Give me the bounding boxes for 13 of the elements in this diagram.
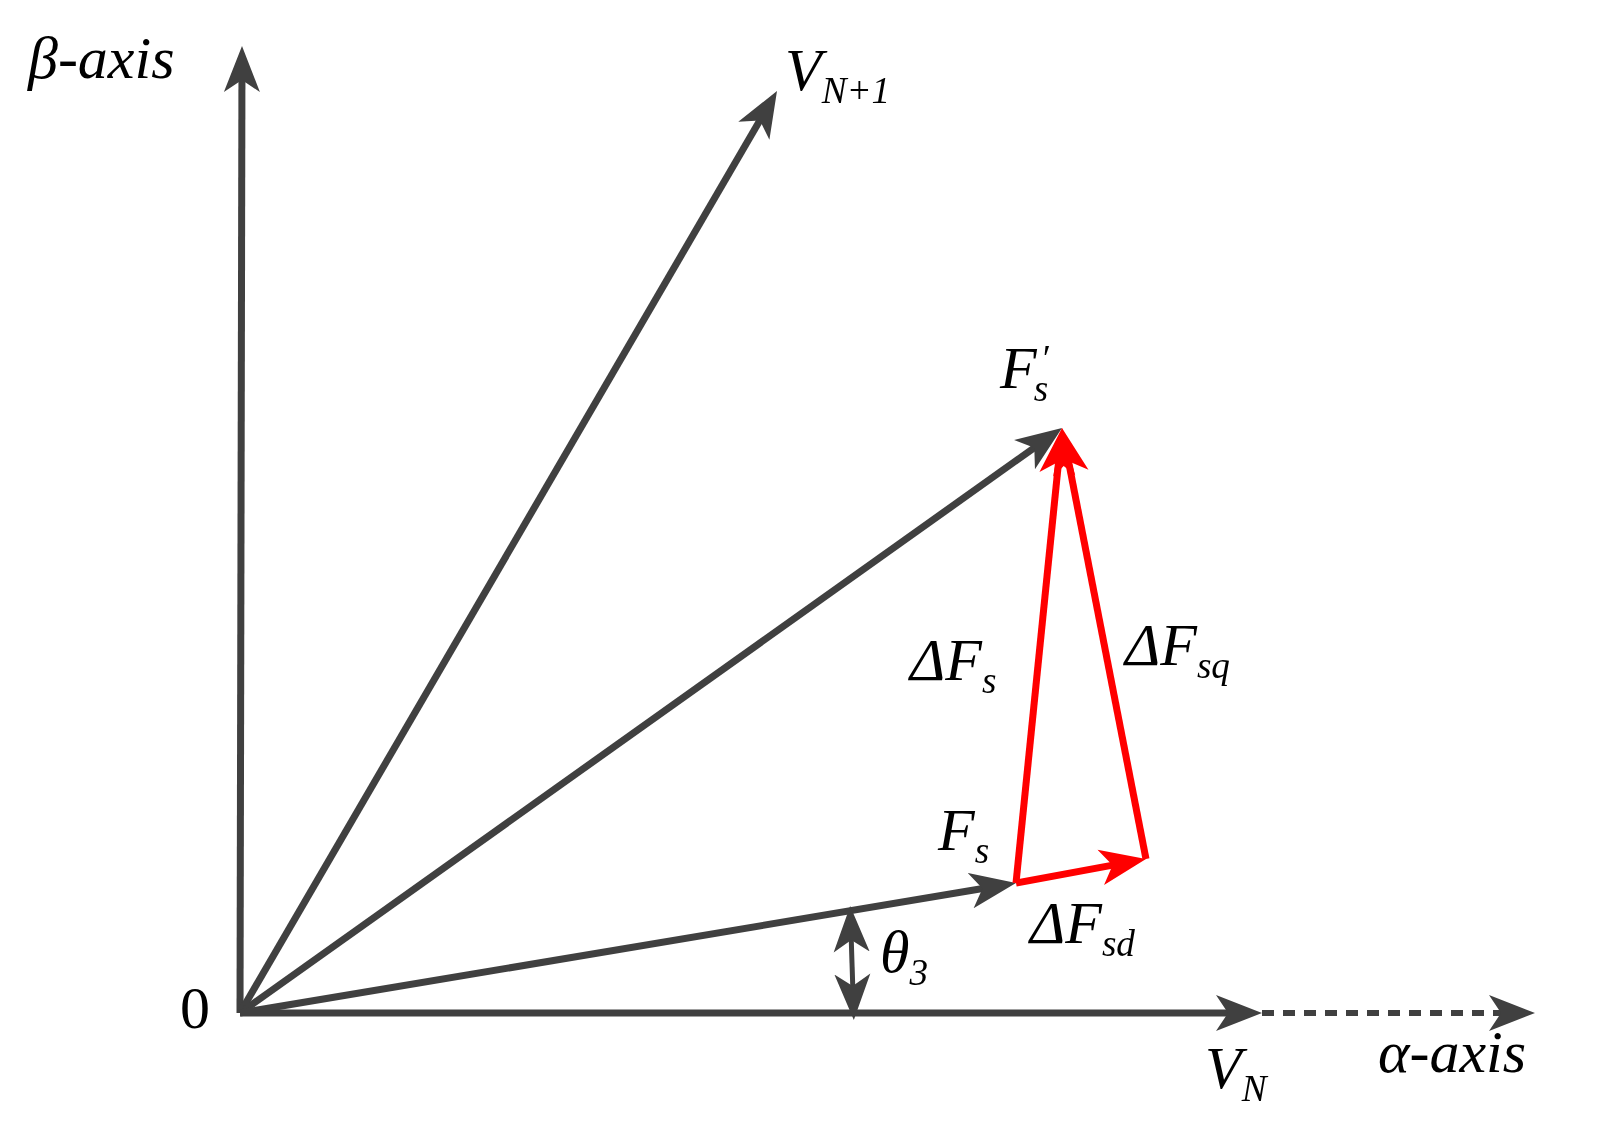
- dashed-arrow: [1262, 995, 1535, 1031]
- angle-label: θ$_{3}$: [880, 922, 929, 992]
- vector-label: V$_{N}$: [1205, 1038, 1267, 1108]
- vector-arrow: [223, 46, 260, 1013]
- vector-arrow: [240, 995, 1262, 1031]
- vector-label: ΔF$_{sd}$: [1030, 893, 1135, 963]
- vector-label: α-axis: [1378, 1022, 1527, 1082]
- vector-label: V$_{N+1}$: [785, 40, 891, 110]
- vector-label: F$_{s}$: [938, 800, 990, 870]
- vector-arrow: [1053, 428, 1150, 860]
- vector-label: 0: [180, 978, 210, 1038]
- vector-arrow: [1015, 849, 1146, 887]
- vector-arrow: [1012, 428, 1076, 884]
